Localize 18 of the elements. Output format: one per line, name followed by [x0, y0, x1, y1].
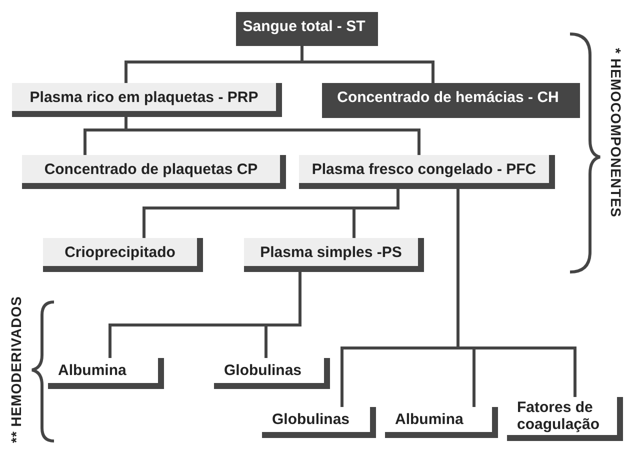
process-box: Crioprecipitado [43, 238, 203, 272]
process-box: Concentrado de plaquetas CP [22, 155, 286, 189]
group-label: ** HEMODERIVADOS [8, 296, 24, 443]
process-box: Plasma simples -PS [244, 238, 424, 272]
connector-line [300, 46, 434, 83]
connector-line [352, 189, 400, 238]
process-box: Concentrado de hemácias - CH [322, 83, 580, 118]
product-label: Globulinas [214, 358, 330, 389]
product-label: Globulinas [262, 407, 376, 438]
process-box: Plasma rico em plaquetas - PRP [12, 83, 282, 117]
product-label: Albumina [385, 407, 498, 438]
connector-line [456, 189, 576, 397]
product-label: Albumina [48, 358, 164, 389]
group-label: * HEMOCOMPONENTES [608, 48, 624, 218]
product-label: Fatores de coagulação [507, 397, 623, 441]
connector-line [124, 117, 420, 155]
process-box: Sangue total - ST [236, 12, 378, 46]
process-box: Plasma fresco congelado - PFC [299, 155, 555, 189]
